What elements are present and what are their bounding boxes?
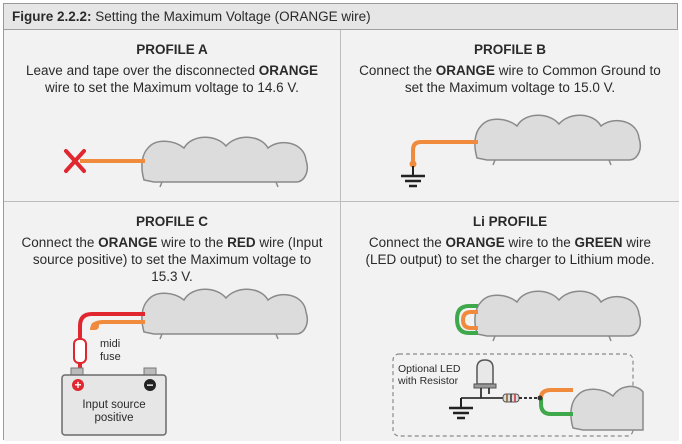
green-wire-loop <box>454 304 478 335</box>
profile-c-diagram: midi fuse + − Input source positive <box>61 288 308 436</box>
profile-b-desc-bold: ORANGE <box>435 63 495 78</box>
panel-profile-a: PROFILE A Leave and tape over the discon… <box>4 30 341 202</box>
profile-b-title: PROFILE B <box>473 42 546 57</box>
ground-icon <box>401 166 425 188</box>
figure-caption-text: Setting the Maximum Voltage (ORANGE wire… <box>91 9 371 24</box>
profile-a-desc-part: wire to set the Maximum voltage to 14.6 … <box>45 80 299 95</box>
panel-li-profile: Li PROFILE Connect the ORANGE wire to th… <box>341 202 679 441</box>
charger-foot-right <box>608 159 612 166</box>
charger-unit <box>141 136 308 183</box>
plus-symbol: + <box>74 378 81 392</box>
wire-terminal <box>409 160 417 168</box>
charger-foot-left <box>492 335 496 342</box>
profile-c-desc-part: wire to the <box>157 235 228 250</box>
li-profile-desc-part: Connect the <box>368 235 446 250</box>
resistor-icon <box>502 393 520 403</box>
charger-unit <box>141 288 308 335</box>
figure-caption: Figure 2.2.2: Setting the Maximum Voltag… <box>4 4 677 30</box>
profile-b-desc-part: Connect the <box>359 63 436 78</box>
battery-label-line2: positive <box>95 412 134 424</box>
profile-a-diagram <box>64 136 308 188</box>
midi-fuse-icon <box>73 338 87 364</box>
fuse-label-line2: fuse <box>100 351 121 363</box>
profile-a-title: PROFILE A <box>136 42 208 57</box>
orange-wire <box>90 320 145 331</box>
panel-profile-c: PROFILE C Connect the ORANGE wire to the… <box>4 202 341 441</box>
figure-caption-label: Figure 2.2.2: <box>12 9 92 24</box>
profile-c-desc-bold: RED <box>227 235 256 250</box>
profile-a-desc-bold: ORANGE <box>258 63 318 78</box>
profile-a-desc-part: Leave and tape over the disconnected <box>26 63 259 78</box>
charger-unit <box>474 114 641 161</box>
li-profile-desc-part: wire to the <box>504 235 575 250</box>
battery-terminal-negative <box>143 367 157 376</box>
wire-junction <box>537 395 543 401</box>
li-profile-diagram: Optional LED with Resistor <box>392 290 644 437</box>
charger-foot-left <box>159 333 163 340</box>
li-profile-title: Li PROFILE <box>472 214 548 229</box>
positive-terminal-icon <box>72 379 84 391</box>
charger-foot-right <box>608 335 612 342</box>
green-wire <box>539 398 573 416</box>
ground-icon <box>449 398 473 420</box>
li-profile-desc-part: wire (LED output) to set the charger to … <box>365 235 655 267</box>
profile-c-description: Connect the ORANGE wire to the RED wire … <box>18 234 326 285</box>
charger-unit <box>474 290 641 337</box>
profile-b-description: Connect the ORANGE wire to Common Ground… <box>355 62 665 96</box>
wire-junction <box>91 322 99 330</box>
profile-c-desc-bold: ORANGE <box>98 235 158 250</box>
battery-icon <box>61 374 167 436</box>
orange-wire <box>411 140 478 162</box>
led-label-line1: Optional LED <box>398 363 461 375</box>
disconnected-cross-icon <box>64 149 86 173</box>
profile-b-diagram <box>401 114 641 188</box>
li-profile-desc-bold: ORANGE <box>445 235 505 250</box>
charger-foot-right <box>275 333 279 340</box>
profile-b-desc-part: wire to Common Ground to set the Maximum… <box>404 63 661 95</box>
orange-wire-loop <box>460 310 478 330</box>
red-wire <box>78 312 145 338</box>
charger-foot-left <box>159 181 163 188</box>
battery-terminal-positive <box>70 367 84 376</box>
profile-c-desc-part: Connect the <box>21 235 99 250</box>
led-label-line2: with Resistor <box>397 375 459 387</box>
charger-foot-right <box>275 181 279 188</box>
profile-c-desc-part: wire (Input source positive) to set the … <box>32 235 323 284</box>
led-icon <box>473 359 497 389</box>
panel-profile-b: PROFILE B Connect the ORANGE wire to Com… <box>341 30 679 202</box>
fuse-label-line1: midi <box>100 338 120 350</box>
charger-unit-partial <box>570 385 644 431</box>
battery-label-line1: Input source <box>82 399 145 411</box>
li-profile-desc-bold: GREEN <box>574 235 623 250</box>
minus-symbol: − <box>146 378 153 392</box>
figure-frame: Figure 2.2.2: Setting the Maximum Voltag… <box>3 3 679 441</box>
profile-c-title: PROFILE C <box>135 214 208 229</box>
charger-foot-left <box>492 159 496 166</box>
li-profile-description: Connect the ORANGE wire to the GREEN wir… <box>355 234 665 268</box>
negative-terminal-icon <box>144 379 156 391</box>
profile-a-description: Leave and tape over the disconnected ORA… <box>18 62 326 96</box>
